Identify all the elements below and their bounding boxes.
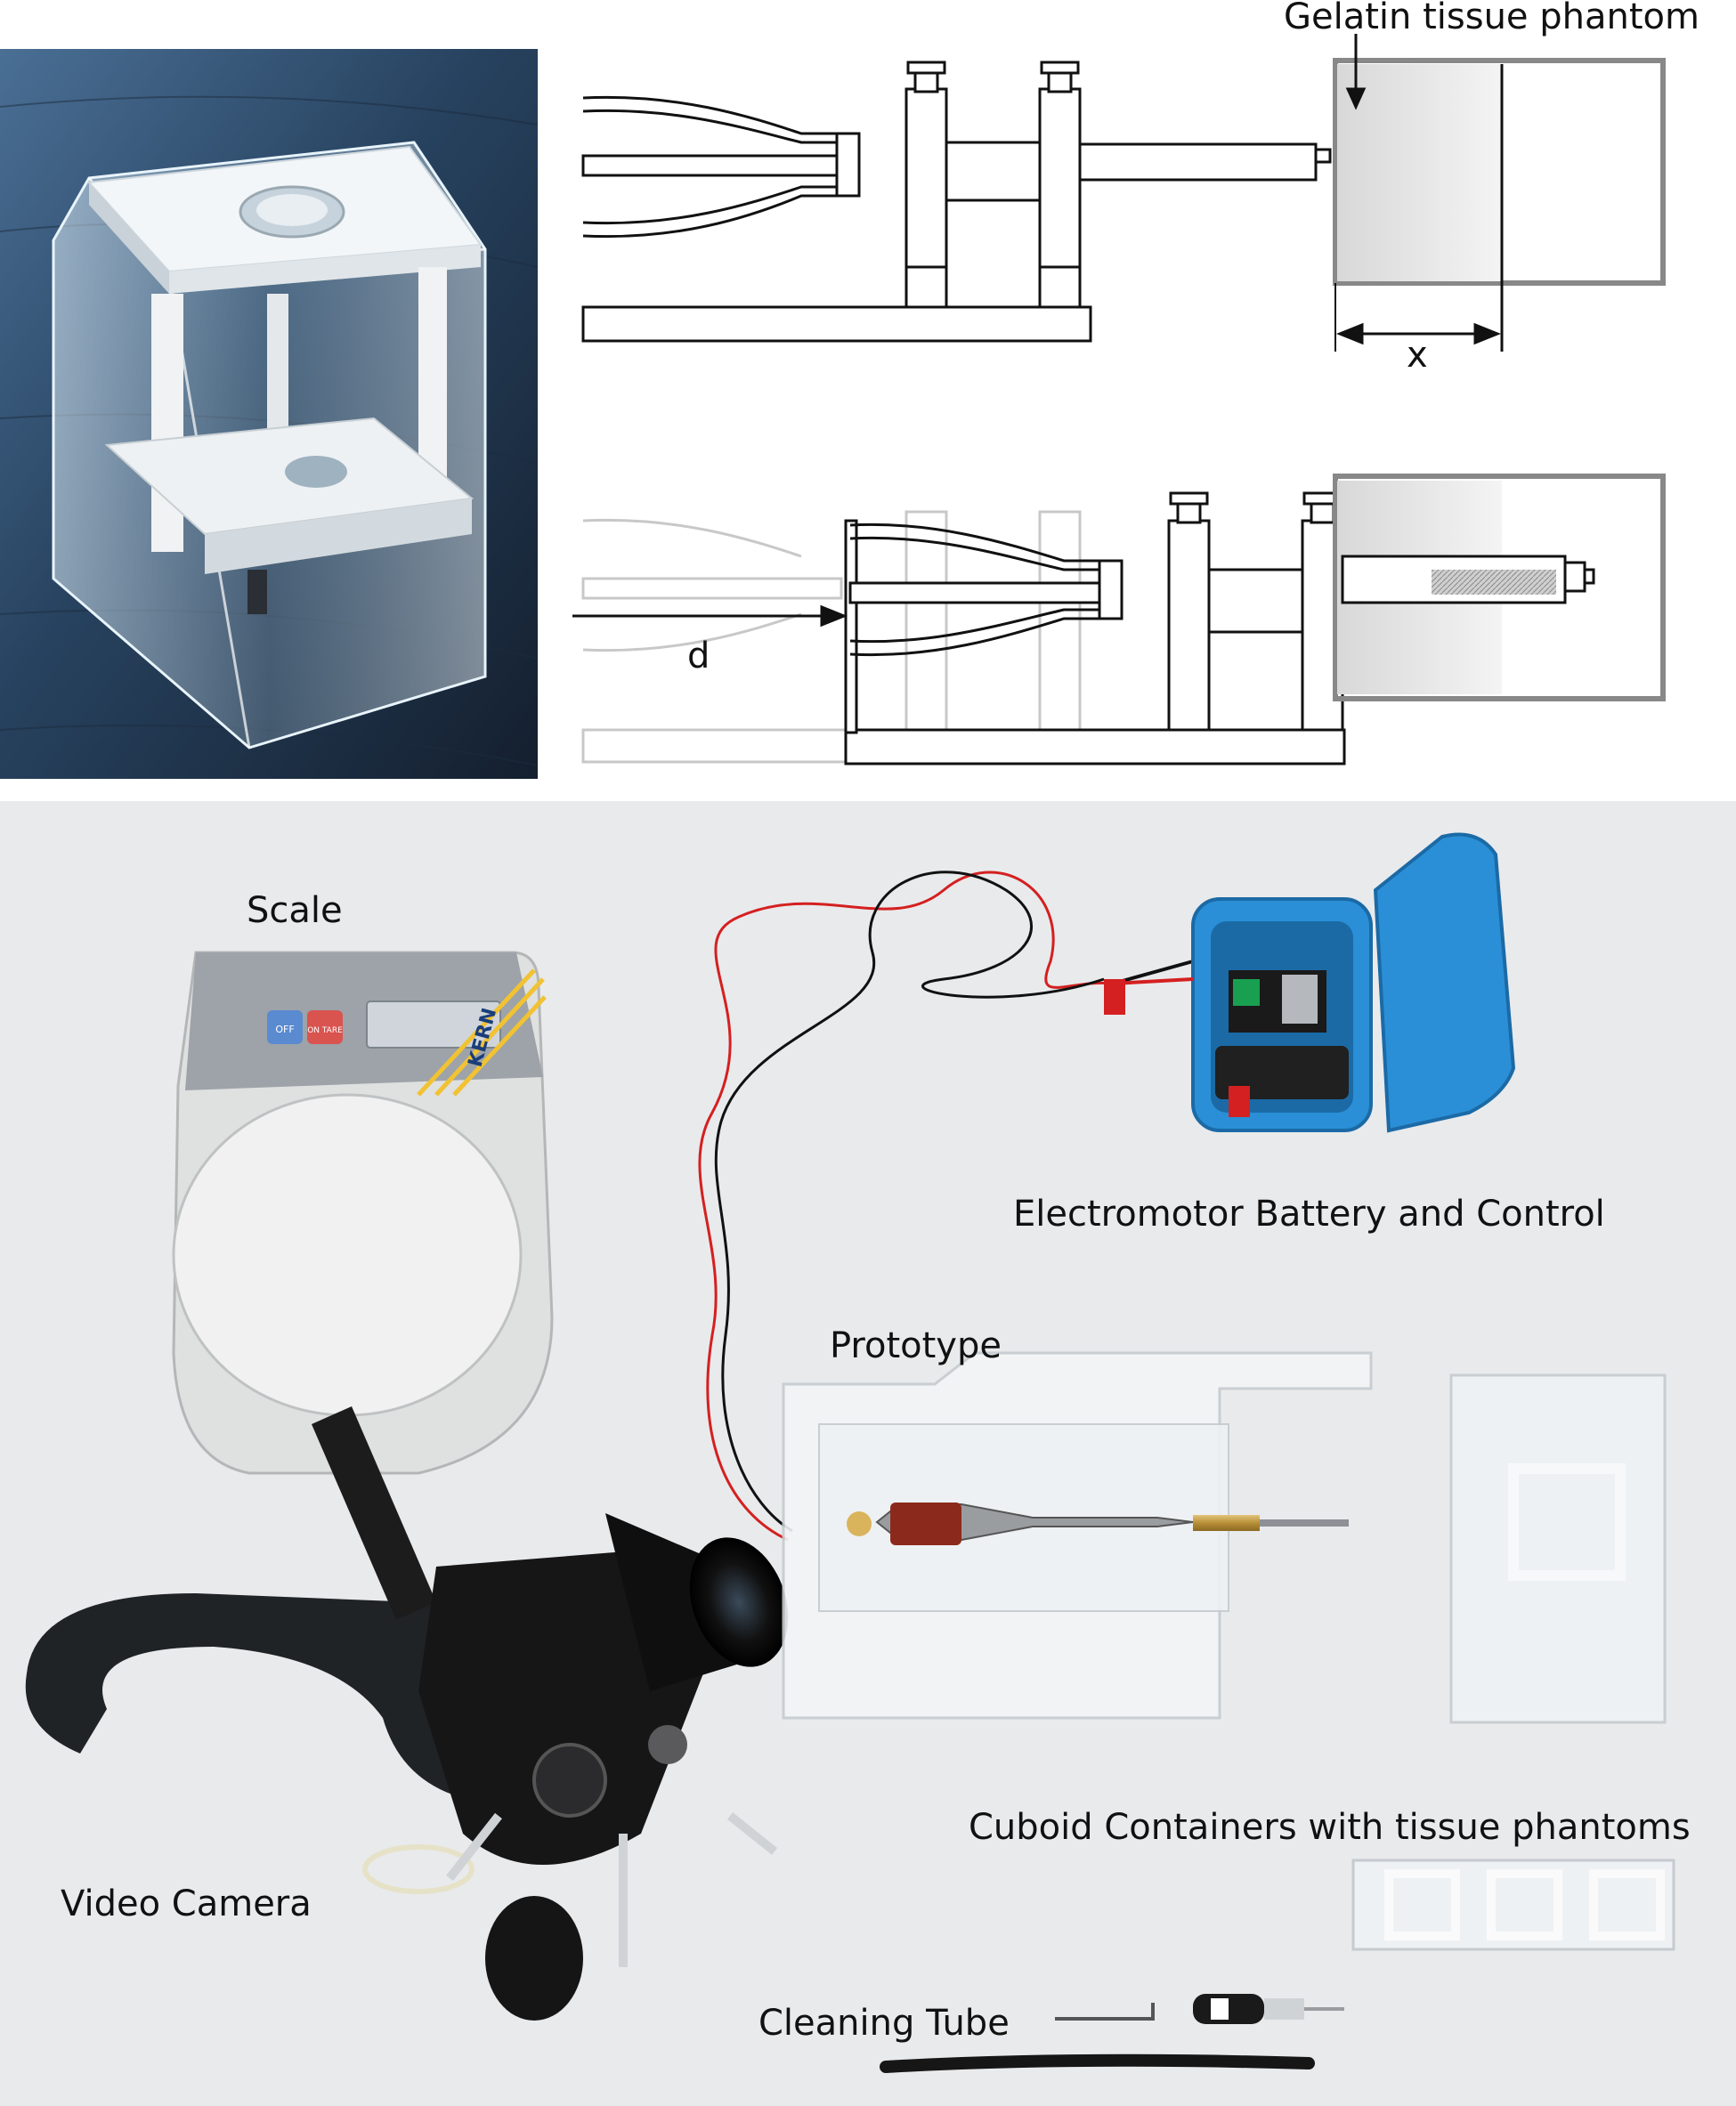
gelatin-phantom xyxy=(1337,64,1502,281)
technical-drawing-bottom xyxy=(572,474,1666,765)
setup-photo: OFF ON TARE KERN xyxy=(0,801,1736,2106)
base-rail xyxy=(581,305,1092,343)
technical-drawing-top xyxy=(581,34,1666,352)
red-collar xyxy=(890,1503,961,1545)
cleaning-tube xyxy=(880,2053,1315,2073)
label-electromotor: Electromotor Battery and Control xyxy=(1013,1194,1605,1235)
scale-pan xyxy=(172,1093,523,1417)
label-video-camera: Video Camera xyxy=(61,1883,312,1924)
brass-tube xyxy=(1193,1515,1260,1531)
scale-on-button: ON TARE xyxy=(307,1026,343,1035)
lens-cap xyxy=(485,1896,583,2021)
label-cleaning-tube: Cleaning Tube xyxy=(758,2003,1010,2044)
video-camera xyxy=(312,1406,789,2021)
label-cuboid-containers: Cuboid Containers with tissue phantoms xyxy=(969,1807,1691,1848)
cuboid-containers xyxy=(1351,1859,1675,1951)
camera-lens xyxy=(689,1537,789,1667)
prototype-device xyxy=(782,1351,1667,1724)
camera-strap xyxy=(25,1593,519,1798)
label-scale: Scale xyxy=(247,890,343,931)
screwdriver xyxy=(1193,1994,1344,2024)
needle-tube xyxy=(1078,142,1318,182)
label-prototype: Prototype xyxy=(830,1325,1002,1366)
spare-frame xyxy=(1449,1373,1667,1724)
hex-key xyxy=(1055,2003,1155,2021)
box-lid xyxy=(1373,832,1516,1133)
phantom-box xyxy=(1333,58,1666,286)
clamp-1 xyxy=(905,87,948,309)
wires xyxy=(698,871,1194,1542)
label-x: x xyxy=(1407,335,1428,376)
scale-device: OFF ON TARE KERN xyxy=(172,951,554,1475)
electromotor-box xyxy=(1104,832,1516,1133)
label-d: d xyxy=(687,636,710,676)
container-photo xyxy=(0,49,539,779)
clamp-2 xyxy=(1038,87,1082,309)
label-gelatin-tissue-phantom: Gelatin tissue phantom xyxy=(1284,0,1699,37)
scale-off-button: OFF xyxy=(275,1024,294,1035)
base-rail-moved xyxy=(844,728,1346,765)
